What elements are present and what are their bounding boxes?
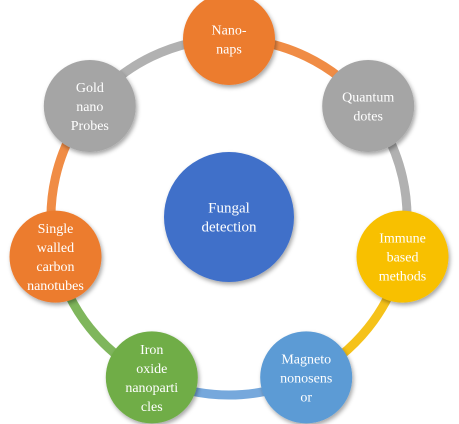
node-circle-immune-based-methods xyxy=(356,210,449,303)
node-label-nano-naps-line-2: naps xyxy=(216,43,242,58)
center-label-line-1: Fungal xyxy=(208,201,250,217)
node-label-magneto-nonosensor-line-3: or xyxy=(300,390,312,405)
node-label-iron-oxide-nanoparticles-line-4: cles xyxy=(141,400,163,415)
node-iron-oxide-nanoparticles: Iron oxide nanoparti cles xyxy=(105,331,198,424)
node-label-immune-based-methods-line-1: Immune xyxy=(379,232,426,247)
node-label-single-walled-carbon-nanotubes-line-4: nanotubes xyxy=(27,279,84,294)
node-label-gold-nano-probes-line-2: nano xyxy=(76,100,103,115)
node-label-nano-naps-line-1: Nano- xyxy=(212,24,247,39)
node-circle-nano-naps xyxy=(183,0,275,85)
node-label-iron-oxide-nanoparticles-line-2: oxide xyxy=(136,362,167,377)
node-label-magneto-nonosensor-line-1: Magneto xyxy=(281,352,331,367)
node-label-single-walled-carbon-nanotubes-line-2: walled xyxy=(37,241,74,256)
node-circle-quantum-dotes xyxy=(322,60,415,152)
center-label-line-2: detection xyxy=(202,220,257,236)
node-label-iron-oxide-nanoparticles-line-1: Iron xyxy=(140,343,163,358)
center-node: Fungal detection xyxy=(164,152,294,282)
node-label-single-walled-carbon-nanotubes-line-3: carbon xyxy=(36,260,74,275)
node-single-walled-carbon-nanotubes: Single walled carbon nanotubes xyxy=(9,210,102,303)
node-label-quantum-dotes-line-1: Quantum xyxy=(342,91,394,106)
node-circle-iron-oxide-nanoparticles xyxy=(105,331,198,424)
node-magneto-nonosensor: Magneto nonosens or xyxy=(260,331,353,424)
node-circle-magneto-nonosensor xyxy=(260,331,353,424)
node-label-immune-based-methods-line-3: methods xyxy=(379,270,426,285)
center-circle xyxy=(164,152,294,282)
node-label-single-walled-carbon-nanotubes-line-1: Single xyxy=(38,222,74,237)
node-immune-based-methods: Immune based methods xyxy=(356,210,449,303)
node-label-quantum-dotes-line-2: dotes xyxy=(353,110,383,125)
node-label-gold-nano-probes-line-1: Gold xyxy=(76,81,104,96)
node-circle-single-walled-carbon-nanotubes xyxy=(9,210,102,303)
node-label-iron-oxide-nanoparticles-line-3: nanoparti xyxy=(125,381,178,396)
node-label-immune-based-methods-line-2: based xyxy=(387,251,419,266)
node-label-gold-nano-probes-line-3: Probes xyxy=(71,119,109,134)
node-label-magneto-nonosensor-line-2: nonosens xyxy=(280,371,332,386)
node-circle-gold-nano-probes xyxy=(43,60,136,152)
node-nano-naps: Nano-naps xyxy=(183,0,275,85)
node-quantum-dotes: Quantum dotes xyxy=(322,60,415,152)
